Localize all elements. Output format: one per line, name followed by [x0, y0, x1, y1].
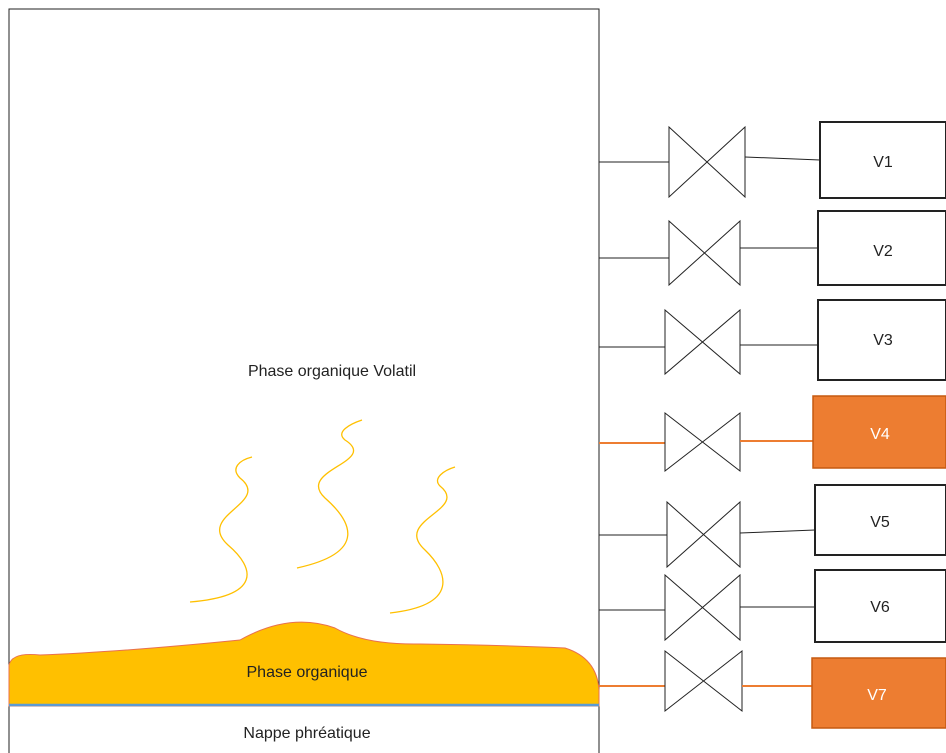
- valve-box-v5[interactable]: [814, 484, 946, 556]
- valve-label-v7: V7: [867, 687, 887, 704]
- valve-label-v1: V1: [873, 154, 893, 171]
- valve-icon[interactable]: [664, 308, 741, 376]
- valve-row-6: V6: [599, 569, 946, 643]
- valve-box-v4[interactable]: [812, 395, 946, 469]
- pipe-out: [744, 156, 821, 161]
- valve-box-v6[interactable]: [814, 569, 946, 643]
- valve-label-v4: V4: [870, 426, 890, 443]
- tank-outline: [8, 8, 600, 753]
- valve-row-2: V2: [599, 210, 946, 287]
- water-table-label: Nappe phréatique: [243, 725, 370, 742]
- valve-row-5: V5: [599, 484, 946, 569]
- valve-box-v2[interactable]: [817, 210, 946, 286]
- volatile-phase-label: Phase organique Volatil: [248, 363, 416, 380]
- valve-box-v7[interactable]: [811, 657, 946, 729]
- valve-label-v2: V2: [873, 243, 893, 260]
- valve-label-v3: V3: [873, 332, 893, 349]
- valve-icon[interactable]: [668, 125, 746, 199]
- valve-row-1: V1: [599, 121, 946, 199]
- valve-row-3: V3: [599, 299, 946, 381]
- organic-phase-label: Phase organique: [247, 664, 368, 681]
- valve-row-7: V7: [599, 649, 946, 729]
- valve-row-4: V4: [599, 395, 946, 473]
- valve-box-v3[interactable]: [817, 299, 946, 381]
- valve-icon[interactable]: [664, 649, 743, 713]
- valve-icon[interactable]: [668, 219, 741, 287]
- valve-label-v5: V5: [870, 514, 890, 531]
- vapor-wave-right: [389, 466, 456, 614]
- vapor-wave-left: [189, 456, 253, 603]
- valve-label-v6: V6: [870, 599, 890, 616]
- valve-icon[interactable]: [666, 500, 741, 569]
- valve-icon[interactable]: [664, 573, 741, 642]
- organic-phase-layer: [8, 621, 600, 707]
- vapor-wave-middle: [296, 419, 363, 569]
- valve-box-v1[interactable]: [819, 121, 946, 199]
- pipe-out: [739, 529, 816, 534]
- valve-icon[interactable]: [664, 411, 741, 473]
